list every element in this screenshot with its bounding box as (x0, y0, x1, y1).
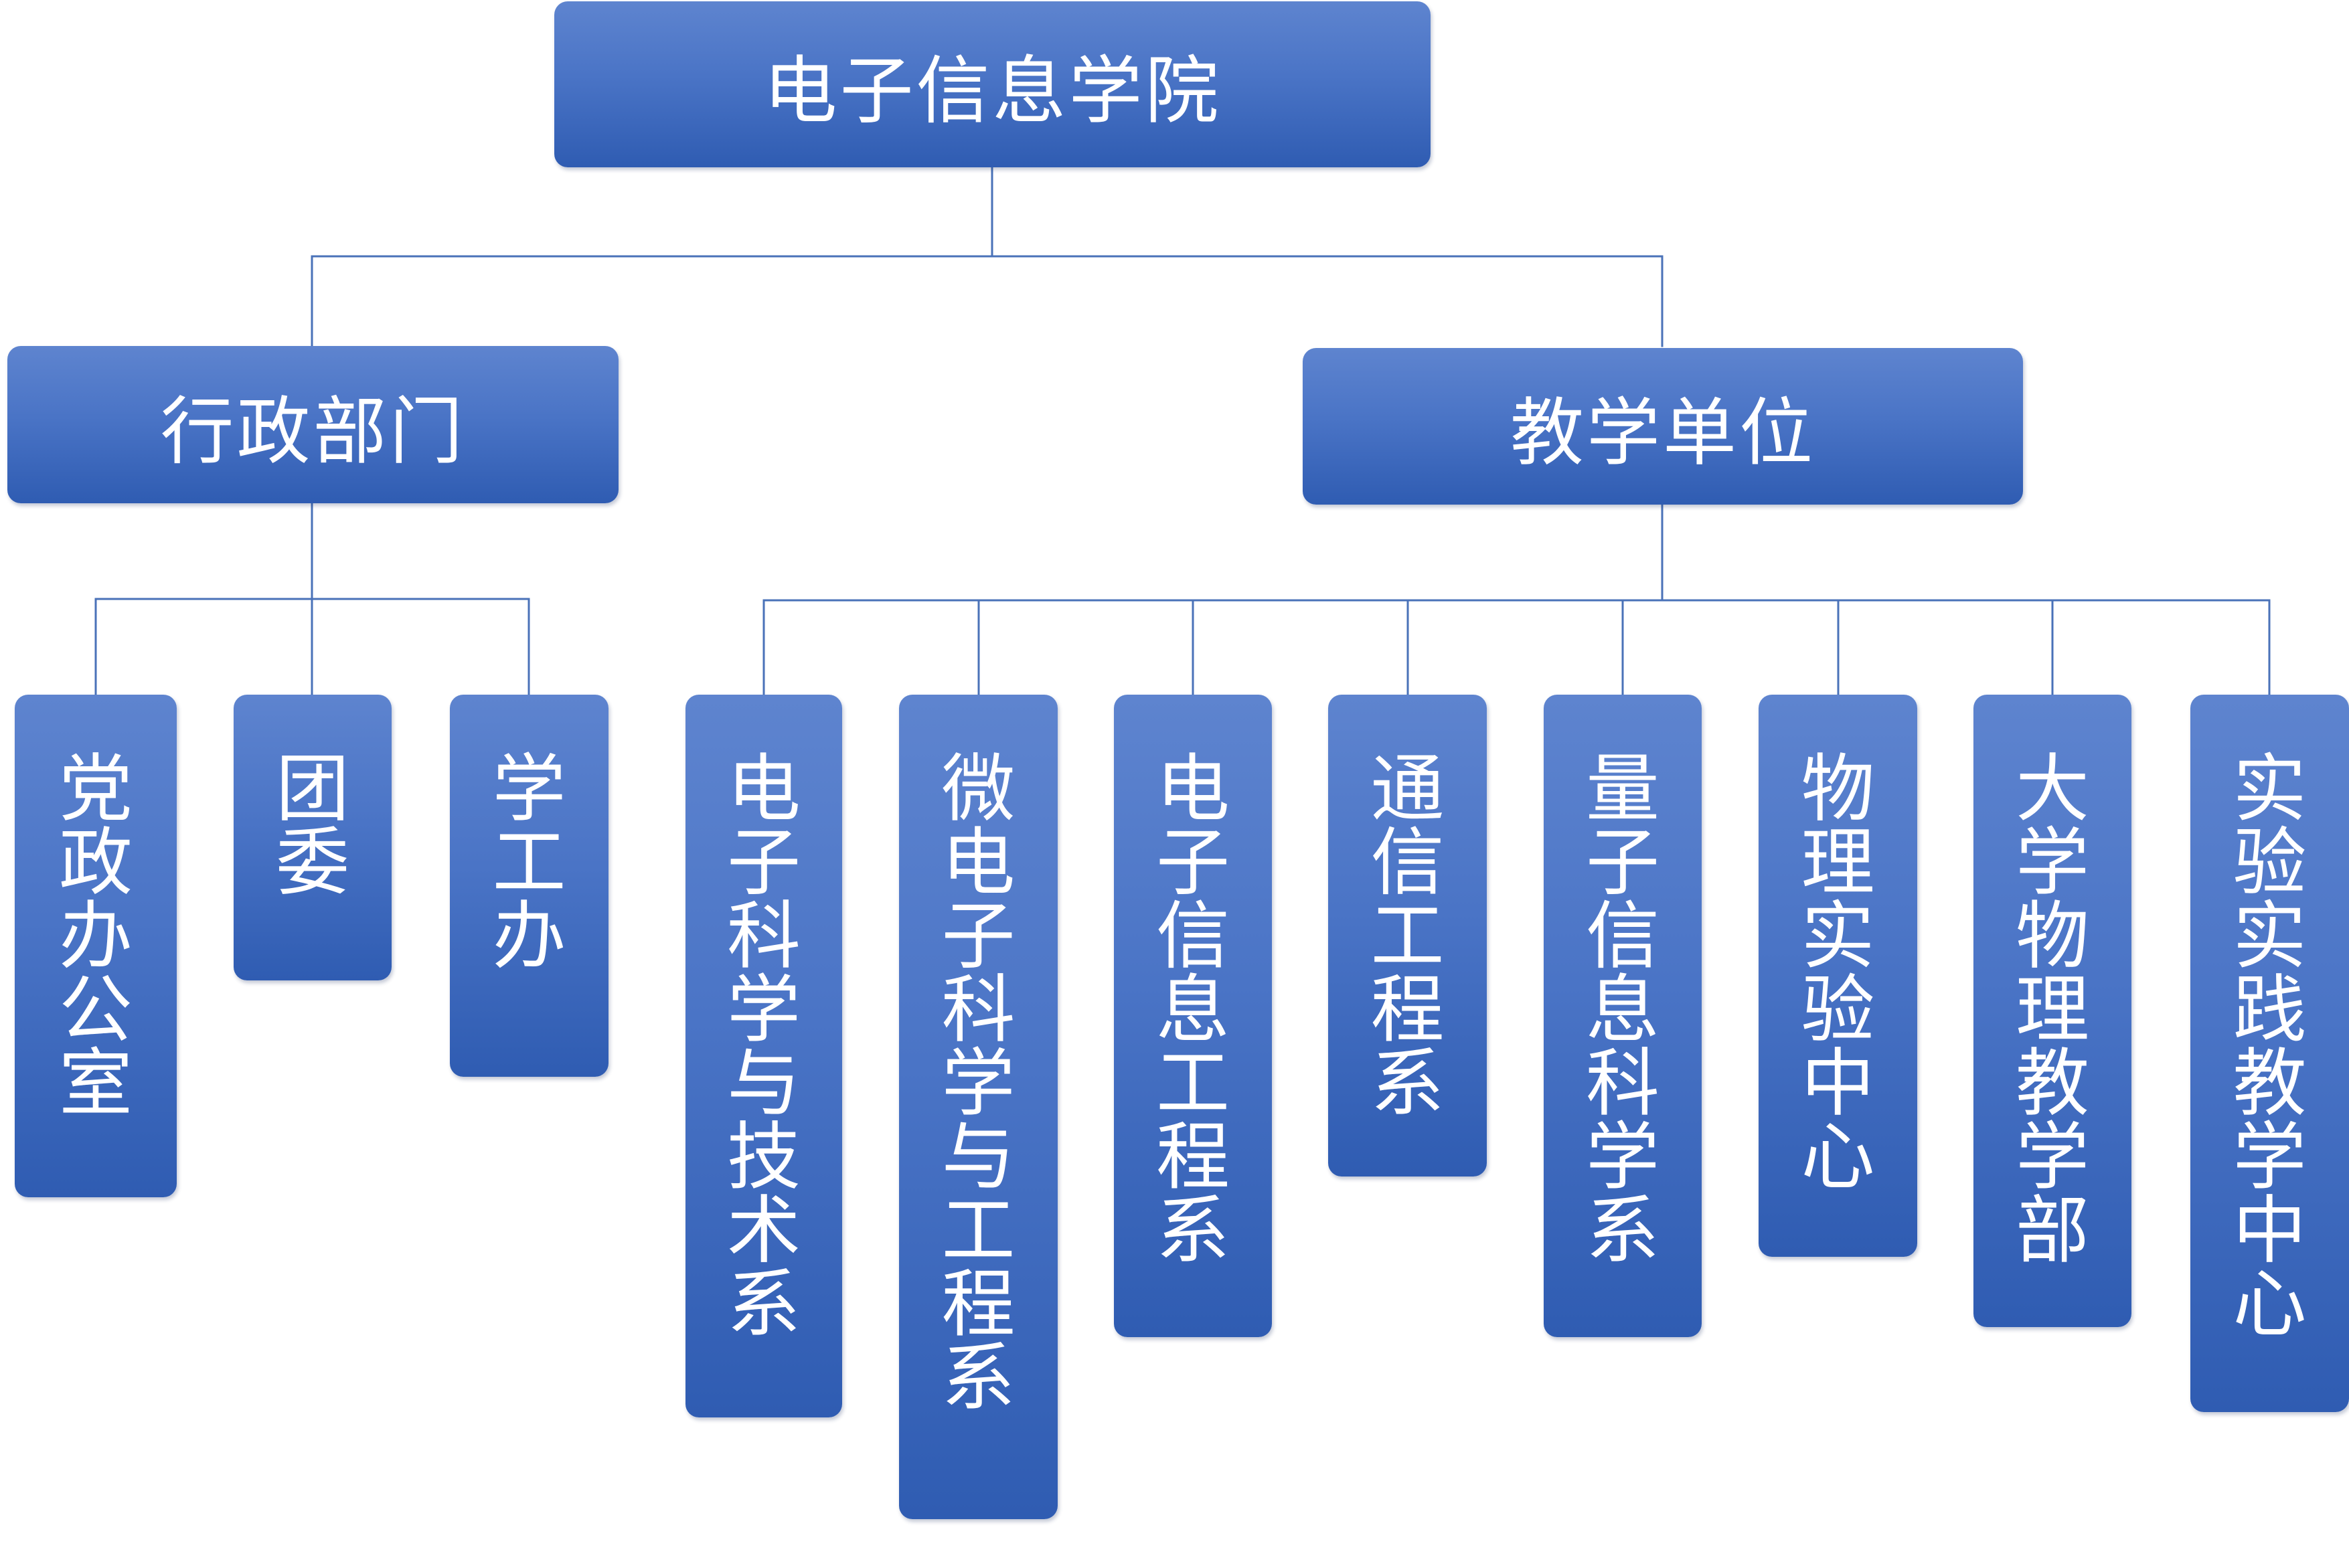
unit-node: 大学物理教学部 (1973, 695, 2131, 1327)
unit-node: 团委 (234, 695, 392, 980)
unit-label: 团委 (276, 746, 349, 905)
unit-label: 量子信息科学系 (1586, 746, 1659, 1274)
branch-label: 教学单位 (1510, 390, 1815, 476)
unit-node: 学工办 (450, 695, 609, 1077)
unit-label: 物理实验中心 (1801, 746, 1875, 1200)
unit-label: 大学物理教学部 (2016, 746, 2089, 1274)
unit-node: 电子科学与技术系 (685, 695, 842, 1417)
unit-node: 物理实验中心 (1759, 695, 1917, 1257)
branch-node-administration: 行政部门 (7, 346, 619, 503)
unit-label: 微电子科学与工程系 (941, 746, 1016, 1421)
unit-node: 通信工程系 (1328, 695, 1487, 1177)
unit-label: 实验实践教学中心 (2233, 746, 2307, 1347)
branch-label: 行政部门 (160, 388, 466, 474)
root-node: 电子信息学院 (554, 1, 1431, 167)
unit-label: 通信工程系 (1370, 746, 1445, 1126)
unit-node: 实验实践教学中心 (2190, 695, 2349, 1412)
unit-label: 学工办 (492, 746, 566, 979)
unit-node: 量子信息科学系 (1544, 695, 1702, 1337)
unit-label: 电子科学与技术系 (727, 746, 801, 1347)
unit-node: 微电子科学与工程系 (899, 695, 1058, 1519)
root-label: 电子信息学院 (763, 48, 1222, 134)
unit-label: 党政办公室 (59, 746, 133, 1126)
unit-label: 电子信息工程系 (1156, 746, 1230, 1274)
unit-node: 电子信息工程系 (1114, 695, 1272, 1337)
branch-node-teaching: 教学单位 (1303, 348, 2023, 505)
unit-node: 党政办公室 (15, 695, 177, 1197)
